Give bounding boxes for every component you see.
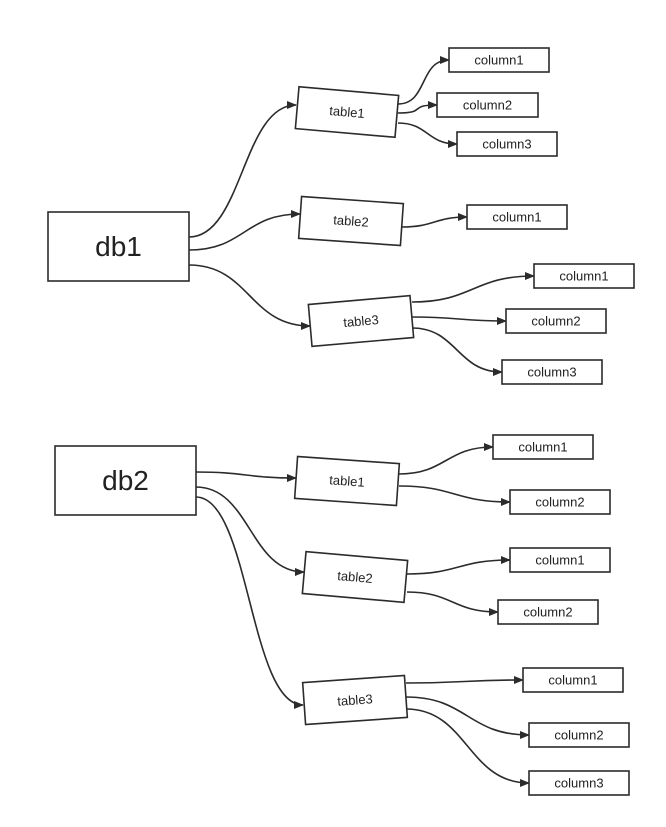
column-node-db2-table3-2[interactable]: column2 — [528, 722, 630, 748]
edge-db1-table1-to-column2 — [397, 101, 438, 114]
edge-db2-table3-to-column1 — [405, 676, 524, 685]
db-node-db2[interactable]: db2 — [54, 445, 197, 516]
column-node-db2-table3-1-label: column1 — [548, 673, 597, 688]
table-node-db1-table3[interactable]: table3 — [307, 294, 415, 348]
column-node-db2-table2-2-box — [497, 599, 599, 625]
table-node-db2-table2-label: table2 — [337, 568, 374, 586]
table-node-db2-table3-box — [301, 674, 409, 726]
edge-db2-table2-to-column2 — [406, 591, 499, 616]
table-node-db2-table3-label: table3 — [337, 691, 373, 708]
table-node-db2-table1[interactable]: table1 — [293, 455, 401, 507]
column-node-db2-table3-3-box — [528, 770, 630, 796]
edge-db1-table3-to-column2 — [411, 316, 507, 325]
table-node-db1-table2-label: table2 — [333, 212, 369, 229]
edge-db1-table3-to-column3 — [411, 327, 503, 376]
column-node-db2-table3-2-label: column2 — [554, 728, 603, 743]
column-node-db1-table2-1-label: column1 — [492, 210, 541, 225]
column-node-db2-table1-1-box — [492, 434, 594, 460]
table-node-db1-table2-box — [297, 195, 405, 247]
column-node-db1-table3-2-label: column2 — [531, 314, 580, 329]
db-node-db2-box — [54, 445, 197, 516]
column-node-db2-table1-2-label: column2 — [535, 495, 584, 510]
column-node-db1-table1-1-box — [448, 47, 550, 73]
edge-db1-to-db1-table3 — [188, 264, 311, 330]
edge-db2-table1-to-column2 — [398, 485, 511, 506]
edge-db1-to-db1-table2 — [188, 210, 301, 251]
table-node-db2-table3[interactable]: table3 — [301, 674, 409, 726]
edge-db2-table1-to-column1 — [398, 443, 494, 475]
db-node-db2-label: db2 — [102, 465, 149, 496]
table-node-db1-table1-box — [294, 85, 400, 139]
column-node-db1-table1-2-label: column2 — [463, 98, 512, 113]
table-node-db2-table1-box — [293, 455, 401, 507]
column-node-db1-table1-2-box — [436, 92, 539, 118]
column-node-db2-table1-2[interactable]: column2 — [509, 489, 611, 515]
column-node-db1-table3-2-box — [505, 308, 607, 334]
column-node-db1-table2-1-box — [466, 204, 568, 230]
edge-db1-to-db1-table1 — [188, 101, 297, 238]
edge-db1-table1-to-column3 — [397, 122, 458, 148]
db-node-db1[interactable]: db1 — [47, 211, 190, 282]
column-node-db2-table2-2[interactable]: column2 — [497, 599, 599, 625]
table-node-db2-table2[interactable]: table2 — [301, 550, 409, 604]
edges-layer — [188, 56, 535, 787]
column-node-db2-table2-2-label: column2 — [523, 605, 572, 620]
edge-db2-to-db2-table2 — [195, 486, 305, 576]
table-node-db1-table2[interactable]: table2 — [297, 195, 405, 247]
table-node-db1-table3-label: table3 — [343, 312, 380, 330]
column-node-db2-table2-1-box — [509, 547, 611, 573]
column-node-db2-table1-1[interactable]: column1 — [492, 434, 594, 460]
column-node-db1-table1-3[interactable]: column3 — [456, 131, 558, 157]
column-node-db2-table2-1-label: column1 — [535, 553, 584, 568]
column-node-db1-table3-1-label: column1 — [559, 269, 608, 284]
column-node-db2-table2-1[interactable]: column1 — [509, 547, 611, 573]
column-node-db1-table3-3-label: column3 — [527, 365, 576, 380]
table-node-db2-table2-box — [301, 550, 409, 604]
column-node-db2-table3-3[interactable]: column3 — [528, 770, 630, 796]
column-node-db1-table3-2[interactable]: column2 — [505, 308, 607, 334]
table-node-db1-table1[interactable]: table1 — [294, 85, 400, 139]
table-node-db2-table1-label: table1 — [329, 472, 365, 489]
edge-db2-table3-to-column2 — [405, 696, 530, 739]
edge-db1-table2-to-column1 — [401, 213, 468, 228]
column-node-db2-table3-3-label: column3 — [554, 776, 603, 791]
column-node-db2-table1-1-label: column1 — [518, 440, 567, 455]
edge-db2-table2-to-column1 — [406, 556, 511, 575]
column-node-db1-table3-3-box — [501, 359, 603, 385]
column-node-db2-table3-2-box — [528, 722, 630, 748]
column-node-db1-table1-1[interactable]: column1 — [448, 47, 550, 73]
edge-db1-table1-to-column1 — [397, 56, 450, 105]
column-node-db1-table1-3-box — [456, 131, 558, 157]
column-node-db1-table3-1[interactable]: column1 — [533, 263, 635, 289]
nodes-layer: db1 table1 column1 column2 column3 table2 colu… — [47, 47, 635, 796]
column-node-db1-table1-2[interactable]: column2 — [436, 92, 539, 118]
db-node-db1-box — [47, 211, 190, 282]
column-node-db1-table2-1[interactable]: column1 — [466, 204, 568, 230]
table-node-db1-table3-box — [307, 294, 415, 348]
edge-db2-to-db2-table1 — [195, 471, 297, 482]
column-node-db2-table3-1-box — [522, 667, 624, 693]
table-node-db1-table1-label: table1 — [329, 103, 366, 121]
column-node-db1-table3-1-box — [533, 263, 635, 289]
edge-db2-to-db2-table3 — [195, 496, 304, 709]
edge-db1-table3-to-column1 — [411, 272, 535, 303]
column-node-db1-table3-3[interactable]: column3 — [501, 359, 603, 385]
db-node-db1-label: db1 — [95, 231, 142, 262]
column-node-db2-table1-2-box — [509, 489, 611, 515]
column-node-db1-table1-1-label: column1 — [474, 53, 523, 68]
column-node-db2-table3-1[interactable]: column1 — [522, 667, 624, 693]
column-node-db1-table1-3-label: column3 — [482, 137, 531, 152]
edge-db2-table3-to-column3 — [405, 708, 530, 787]
